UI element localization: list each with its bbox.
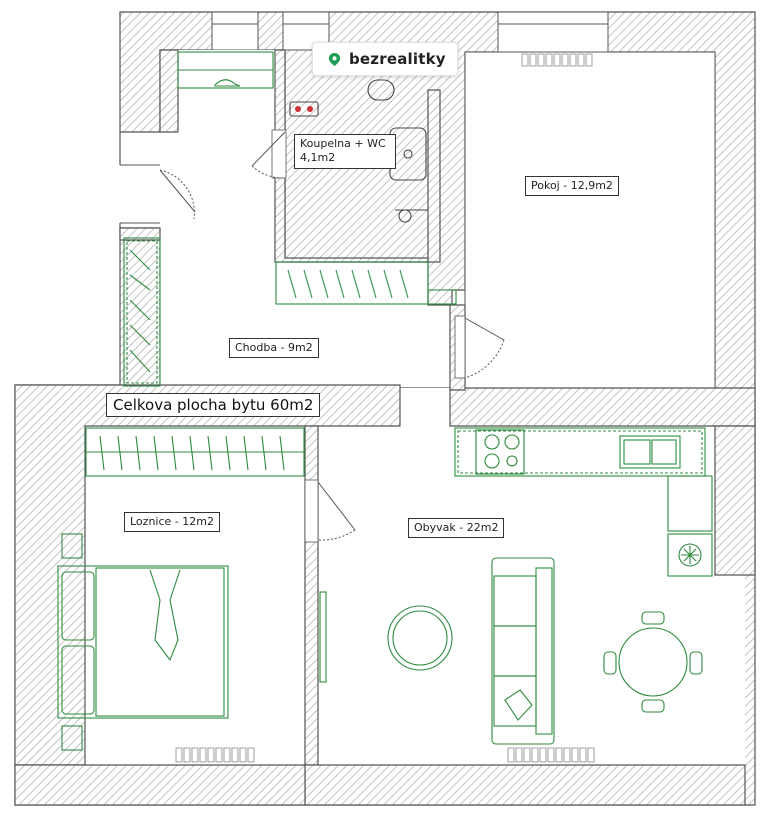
- furniture: [57, 51, 713, 751]
- interior: [85, 50, 745, 765]
- hall-wardrobe: [123, 237, 161, 387]
- kitchen-counter: [454, 427, 713, 577]
- radiators: [175, 53, 595, 763]
- dining-table: [603, 611, 703, 713]
- brand-logo: bezrealitky: [312, 42, 458, 76]
- room-label-pokoj: Pokoj - 12,9m2: [525, 176, 619, 197]
- room-label-obyvak: Obyvak - 22m2: [408, 518, 505, 539]
- room-label-chodba: Chodba - 9m2: [229, 338, 319, 359]
- partitions: [14, 49, 756, 806]
- double-bed: [57, 533, 229, 751]
- bathroom-name: Koupelna + WC: [300, 137, 386, 150]
- tv: [319, 591, 327, 683]
- bathroom-area: 4,1m2: [300, 151, 336, 165]
- total-area-label: Celkova plocha bytu 60m2: [106, 393, 320, 417]
- coffee-table: [387, 605, 453, 671]
- room-label-loznice: Loznice - 12m2: [124, 512, 220, 533]
- bedroom-wardrobe: [85, 427, 305, 477]
- doors: [159, 131, 505, 541]
- brand-name: bezrealitky: [349, 50, 446, 68]
- location-pin-icon: [328, 52, 341, 66]
- shoe-cabinet: [177, 51, 274, 89]
- bath-shelf: [275, 261, 457, 305]
- sofa: [491, 557, 555, 745]
- bathroom-label: Koupelna + WC 4,1m2: [294, 134, 396, 169]
